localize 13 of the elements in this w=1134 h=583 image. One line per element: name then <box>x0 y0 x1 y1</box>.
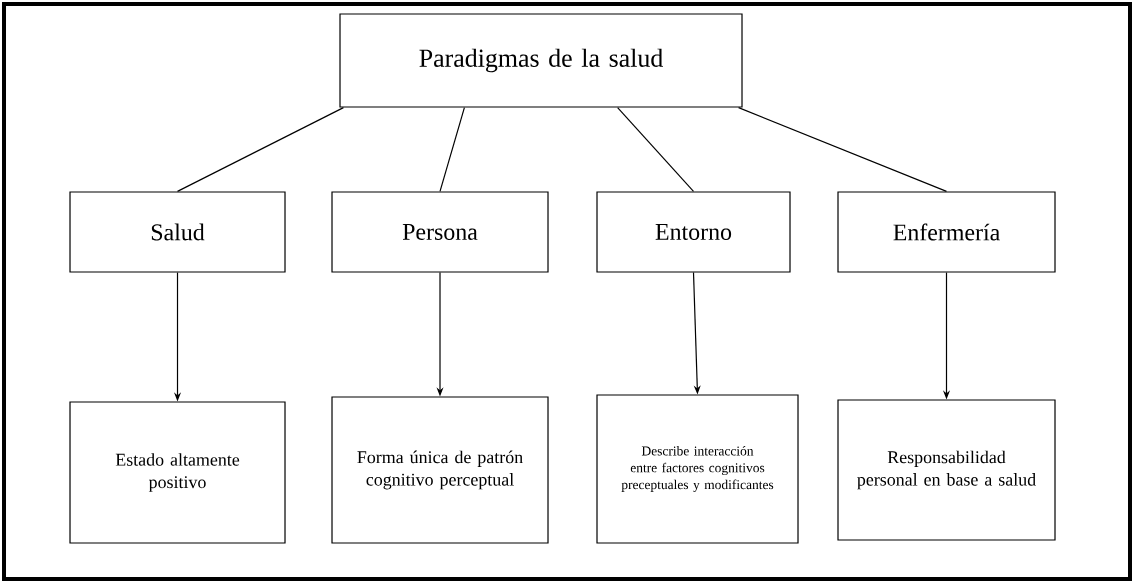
description-box: Estado altamente positivo <box>69 401 286 544</box>
description-box: Responsabilidad personal en base a salud <box>837 399 1056 541</box>
category-box: Salud <box>69 191 286 273</box>
connector-line <box>617 107 695 192</box>
description-box: Describe interacción entre factores cognitivos preceptuales y modificantes <box>596 394 799 544</box>
category-box: Enfermería <box>837 191 1056 273</box>
description-box: Forma única de patrón cognitivo perceptual <box>331 396 549 544</box>
connector-line <box>439 107 465 192</box>
category-box: Entorno <box>596 191 791 273</box>
connector-line <box>738 107 948 192</box>
connector-line <box>176 107 345 192</box>
category-box: Persona <box>331 191 549 273</box>
title-box: Paradigmas de la salud <box>339 13 743 108</box>
